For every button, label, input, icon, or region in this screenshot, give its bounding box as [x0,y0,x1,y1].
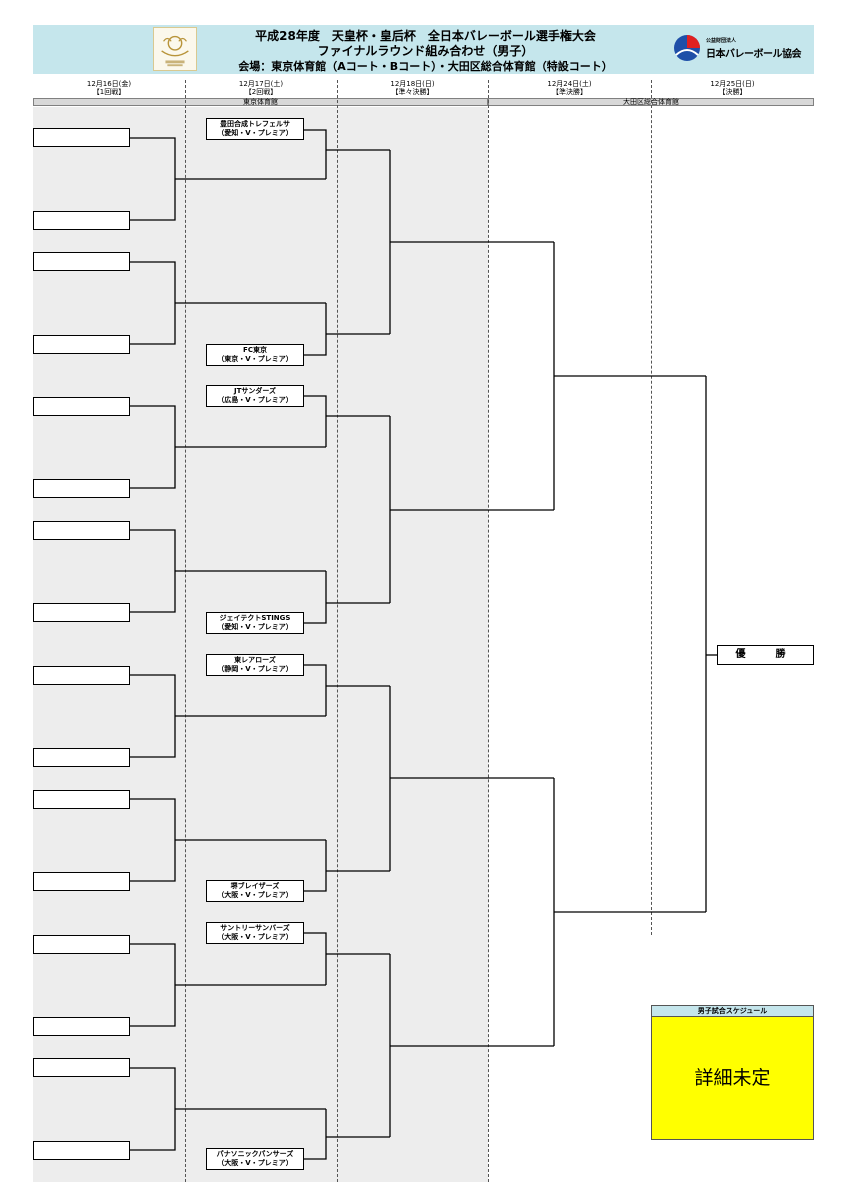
team-name: 堺ブレイザーズ [230,882,280,890]
first-round-slot [33,790,130,809]
team-name: パナソニックパンサーズ [216,1150,294,1158]
team-affiliation: （大阪・V・プレミア） [217,1159,293,1167]
seed-team-box: 堺ブレイザーズ（大阪・V・プレミア） [206,880,304,902]
first-round-slot [33,335,130,354]
date-round-2: 12月17日(土)【2回戦】 [238,80,284,96]
seed-team-box: FC東京（東京・V・プレミア） [206,344,304,366]
seed-team-box: サントリーサンバーズ（大阪・V・プレミア） [206,922,304,944]
date-round-1: 12月16日(金)【1回戦】 [86,80,132,96]
seed-team-box: ジェイテクトSTINGS（愛知・V・プレミア） [206,612,304,634]
date-quarterfinal: 12月18日(日)【準々決勝】 [390,80,435,96]
seed-team-box: JTサンダーズ（広島・V・プレミア） [206,385,304,407]
team-affiliation: （東京・V・プレミア） [217,355,293,363]
champion-box: 優 勝 [717,645,814,665]
date-final: 12月25日(日)【決勝】 [710,80,755,96]
first-round-slot [33,666,130,685]
team-affiliation: （愛知・V・プレミア） [217,129,293,137]
first-round-slot [33,935,130,954]
column-divider [651,80,652,935]
first-round-slot [33,1017,130,1036]
team-name: サントリーサンバーズ [220,924,290,932]
seed-team-box: パナソニックパンサーズ（大阪・V・プレミア） [206,1148,304,1170]
jva-org-type: 公益財団法人 [706,38,737,44]
first-round-slot [33,128,130,147]
team-affiliation: （大阪・V・プレミア） [217,933,293,941]
team-name: 豊田合成トレフェルサ [220,120,290,128]
seed-team-box: 東レアローズ（静岡・V・プレミア） [206,654,304,676]
tokyo-rounds-area [33,107,488,1182]
first-round-slot [33,1141,130,1160]
emperors-cup-emblem-icon [153,27,197,71]
seed-team-box: 豊田合成トレフェルサ（愛知・V・プレミア） [206,118,304,140]
venue-line: 会場：東京体育館（Aコート・Bコート）・大田区総合体育館（特設コート） [238,60,613,73]
bracket-subtitle: ファイナルラウンド組み合わせ（男子） [317,44,534,58]
team-affiliation: （愛知・V・プレミア） [217,623,293,631]
first-round-slot [33,252,130,271]
jva-name: 日本バレーボール協会 [706,49,802,60]
team-affiliation: （大阪・V・プレミア） [217,891,293,899]
tournament-title: 平成28年度 天皇杯・皇后杯 全日本バレーボール選手権大会 [255,29,596,43]
column-divider [185,80,186,1182]
column-divider [337,80,338,1182]
volleyball-icon [674,35,700,61]
team-affiliation: （広島・V・プレミア） [217,396,293,404]
first-round-slot [33,748,130,767]
first-round-slot [33,603,130,622]
team-name: JTサンダーズ [233,387,277,395]
team-name: FC東京 [243,346,267,354]
venue-tokyo: 東京体育館 [33,98,488,106]
column-divider [488,80,489,1182]
team-name: ジェイテクトSTINGS [219,614,291,622]
jva-logo: 公益財団法人 日本バレーボール協会 [672,33,814,63]
first-round-slot [33,872,130,891]
first-round-slot [33,479,130,498]
team-affiliation: （静岡・V・プレミア） [217,665,293,673]
first-round-slot [33,211,130,230]
team-name: 東レアローズ [234,656,276,664]
date-semifinal: 12月24日(土)【準決勝】 [547,80,592,96]
schedule-body: 詳細未定 [651,1016,814,1140]
first-round-slot [33,397,130,416]
first-round-slot [33,521,130,540]
first-round-slot [33,1058,130,1077]
